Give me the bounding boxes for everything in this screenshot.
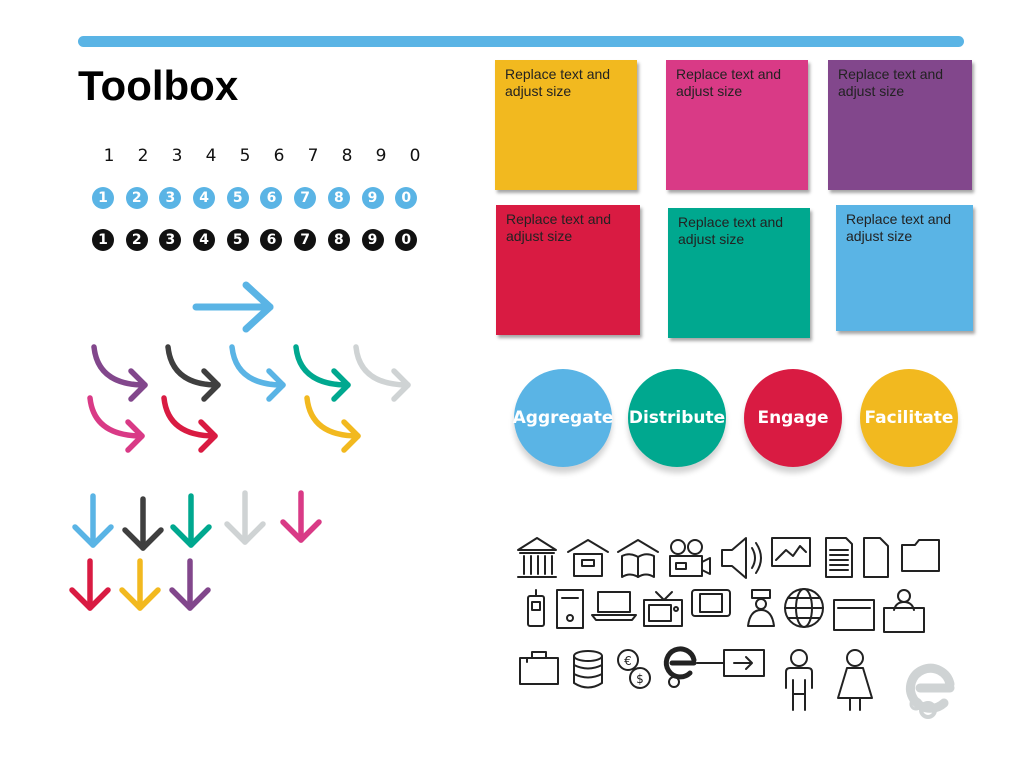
sticky-note: Replace text and adjust size	[836, 205, 973, 331]
tablet-icon	[691, 589, 731, 617]
down-arrow-icon	[169, 558, 211, 611]
down-arrow-icon	[280, 490, 322, 543]
plain-digits-row: 1 2 3 4 5 6 7 8 9 0	[92, 146, 432, 166]
curved-arrow-icon	[165, 344, 221, 402]
speaker-icon	[721, 537, 762, 579]
blue-circle-digit-5: 5	[226, 187, 249, 209]
curved-arrow-icon	[293, 344, 351, 402]
curved-arrow-icon	[304, 395, 361, 453]
dark-circle-digit-3: 3	[159, 229, 182, 251]
digit-6: 6	[273, 146, 285, 166]
blue-circle-digit-7: 7	[294, 187, 317, 209]
digit-9: 9	[375, 146, 387, 166]
sticky-note: Replace text and adjust size	[668, 208, 810, 338]
sticky-note: Replace text and adjust size	[495, 60, 637, 190]
dark-circle-digit-7: 7	[294, 229, 317, 251]
down-arrow-icon	[72, 493, 114, 548]
logo-transfer-icon	[663, 646, 765, 688]
curved-arrow-icon	[91, 344, 148, 402]
dark-circle-digit-5: 5	[226, 229, 249, 251]
blank-document-icon	[863, 537, 889, 578]
curved-arrow-icon	[353, 344, 411, 402]
blue-circle-digit-8: 8	[327, 187, 350, 209]
down-arrow-icon	[119, 558, 161, 611]
digit-8: 8	[341, 146, 353, 166]
blue-circle-digit-2: 2	[125, 187, 148, 209]
blue-circle-digit-0: 0	[395, 187, 418, 209]
sticky-note-text: Replace text and adjust size	[678, 214, 784, 247]
sticky-note: Replace text and adjust size	[666, 60, 808, 190]
engage-bubble: Engage	[744, 369, 842, 467]
desktop-tower-icon	[556, 589, 584, 629]
dark-circle-digit-2: 2	[125, 229, 148, 251]
dark-circle-digit-9: 9	[361, 229, 384, 251]
monitor-icon	[833, 599, 875, 631]
globe-icon	[784, 588, 824, 628]
down-arrow-icon	[122, 496, 164, 551]
laptop-icon	[591, 591, 637, 621]
down-arrow-icon	[170, 493, 212, 548]
blue-circle-digit-3: 3	[159, 187, 182, 209]
sticky-note: Replace text and adjust size	[828, 60, 972, 190]
sticky-note-text: Replace text and adjust size	[676, 66, 782, 99]
sticky-note-text: Replace text and adjust size	[505, 66, 611, 99]
curved-arrow-icon	[161, 395, 218, 453]
curved-arrow-icon	[229, 344, 286, 402]
svg-text:€: €	[624, 654, 632, 668]
dark-circle-digit-0: 0	[395, 229, 418, 251]
blue-circle-digit-6: 6	[260, 187, 283, 209]
brand-logo-icon	[905, 663, 955, 719]
facilitate-bubble: Facilitate	[860, 369, 958, 467]
briefcase-icon	[519, 651, 559, 685]
curved-arrow-icon	[87, 395, 145, 453]
digit-3: 3	[171, 146, 183, 166]
blue-circle-digit-9: 9	[361, 187, 384, 209]
database-icon	[573, 650, 603, 689]
woman-icon	[837, 649, 873, 711]
down-arrow-icon	[224, 490, 266, 545]
dark-circle-digit-4: 4	[193, 229, 216, 251]
dark-circle-digit-6: 6	[260, 229, 283, 251]
sticky-note-text: Replace text and adjust size	[506, 211, 612, 244]
distribute-bubble: Distribute	[628, 369, 726, 467]
presenter-icon	[747, 589, 775, 627]
down-arrow-icon	[69, 558, 111, 611]
image-icon	[771, 537, 811, 567]
straight-arrow-icon	[192, 281, 274, 333]
sticky-note-text: Replace text and adjust size	[838, 66, 944, 99]
sticky-note: Replace text and adjust size	[496, 205, 640, 335]
page-title: Toolbox	[78, 62, 239, 109]
library-book-icon	[617, 539, 659, 578]
document-icon	[825, 537, 853, 578]
tv-icon	[643, 591, 683, 627]
bank-icon	[517, 537, 557, 578]
top-accent-bar	[78, 36, 964, 47]
person-at-desk-icon	[883, 589, 925, 633]
currency-icon: € $	[617, 649, 651, 689]
aggregate-bubble: Aggregate	[513, 369, 613, 467]
folder-icon	[901, 539, 940, 572]
digit-0: 0	[409, 146, 421, 166]
blue-circle-digit-4: 4	[193, 187, 216, 209]
man-icon	[785, 649, 813, 711]
digit-5: 5	[239, 146, 251, 166]
digit-2: 2	[137, 146, 149, 166]
digit-4: 4	[205, 146, 217, 166]
digit-1: 1	[103, 146, 115, 166]
video-camera-icon	[669, 539, 711, 577]
blue-circle-digit-1: 1	[92, 187, 114, 209]
dark-circle-digit-1: 1	[92, 229, 114, 251]
dark-circle-digit-8: 8	[327, 229, 350, 251]
sticky-note-text: Replace text and adjust size	[846, 211, 952, 244]
walkie-talkie-icon	[527, 589, 545, 627]
svg-text:$: $	[636, 672, 644, 686]
home-office-icon	[567, 539, 609, 577]
digit-7: 7	[307, 146, 319, 166]
